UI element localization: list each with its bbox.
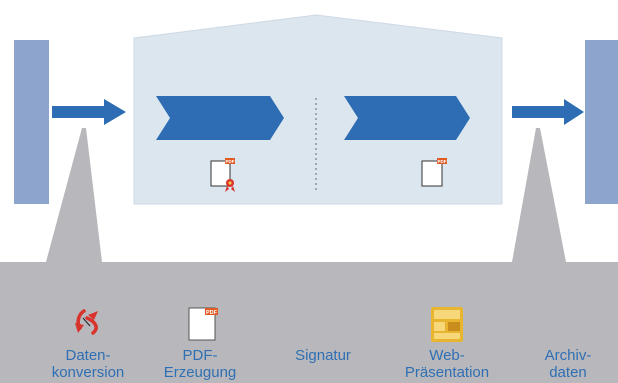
chevron-step-2 — [344, 96, 470, 140]
bottom-band — [0, 262, 618, 383]
svg-text:PDF: PDF — [438, 159, 447, 164]
central-process-area — [133, 14, 503, 205]
right-pillar — [585, 40, 618, 204]
label-pdf-erzeugung-line2: Erzeugung — [163, 364, 237, 381]
input-arrow — [52, 99, 126, 125]
label-archivdaten: Archiv- daten — [518, 347, 618, 381]
output-arrow — [512, 99, 584, 125]
chevron-step-1 — [156, 96, 284, 140]
label-web-praesentation-line1: Web- — [429, 347, 465, 364]
pdf-creation-icon: PDF — [188, 307, 218, 341]
left-pillar — [14, 40, 49, 204]
right-funnel — [512, 128, 566, 262]
conversion-cycle-icon — [75, 309, 98, 335]
pdf-document-icon: PDF — [421, 158, 447, 187]
label-archivdaten-line2: daten — [549, 364, 587, 381]
label-signatur: Signatur — [273, 347, 373, 364]
label-signatur-line1: Signatur — [295, 347, 351, 364]
label-pdf-erzeugung-line1: PDF- — [182, 347, 218, 364]
web-presentation-icon — [431, 307, 463, 342]
left-funnel — [46, 128, 102, 262]
label-datenkonversion-line1: Daten- — [65, 347, 111, 364]
label-datenkonversion: Daten- konversion — [38, 347, 138, 381]
svg-text:PDF: PDF — [226, 159, 235, 164]
label-datenkonversion-line2: konversion — [51, 364, 125, 381]
svg-text:PDF: PDF — [206, 310, 218, 316]
label-web-praesentation-line2: Präsentation — [404, 364, 490, 381]
label-archivdaten-line1: Archiv- — [544, 347, 592, 364]
signed-pdf-icon: PDF — [210, 158, 235, 192]
label-web-praesentation: Web- Präsentation — [397, 347, 497, 381]
label-pdf-erzeugung: PDF- Erzeugung — [150, 347, 250, 381]
